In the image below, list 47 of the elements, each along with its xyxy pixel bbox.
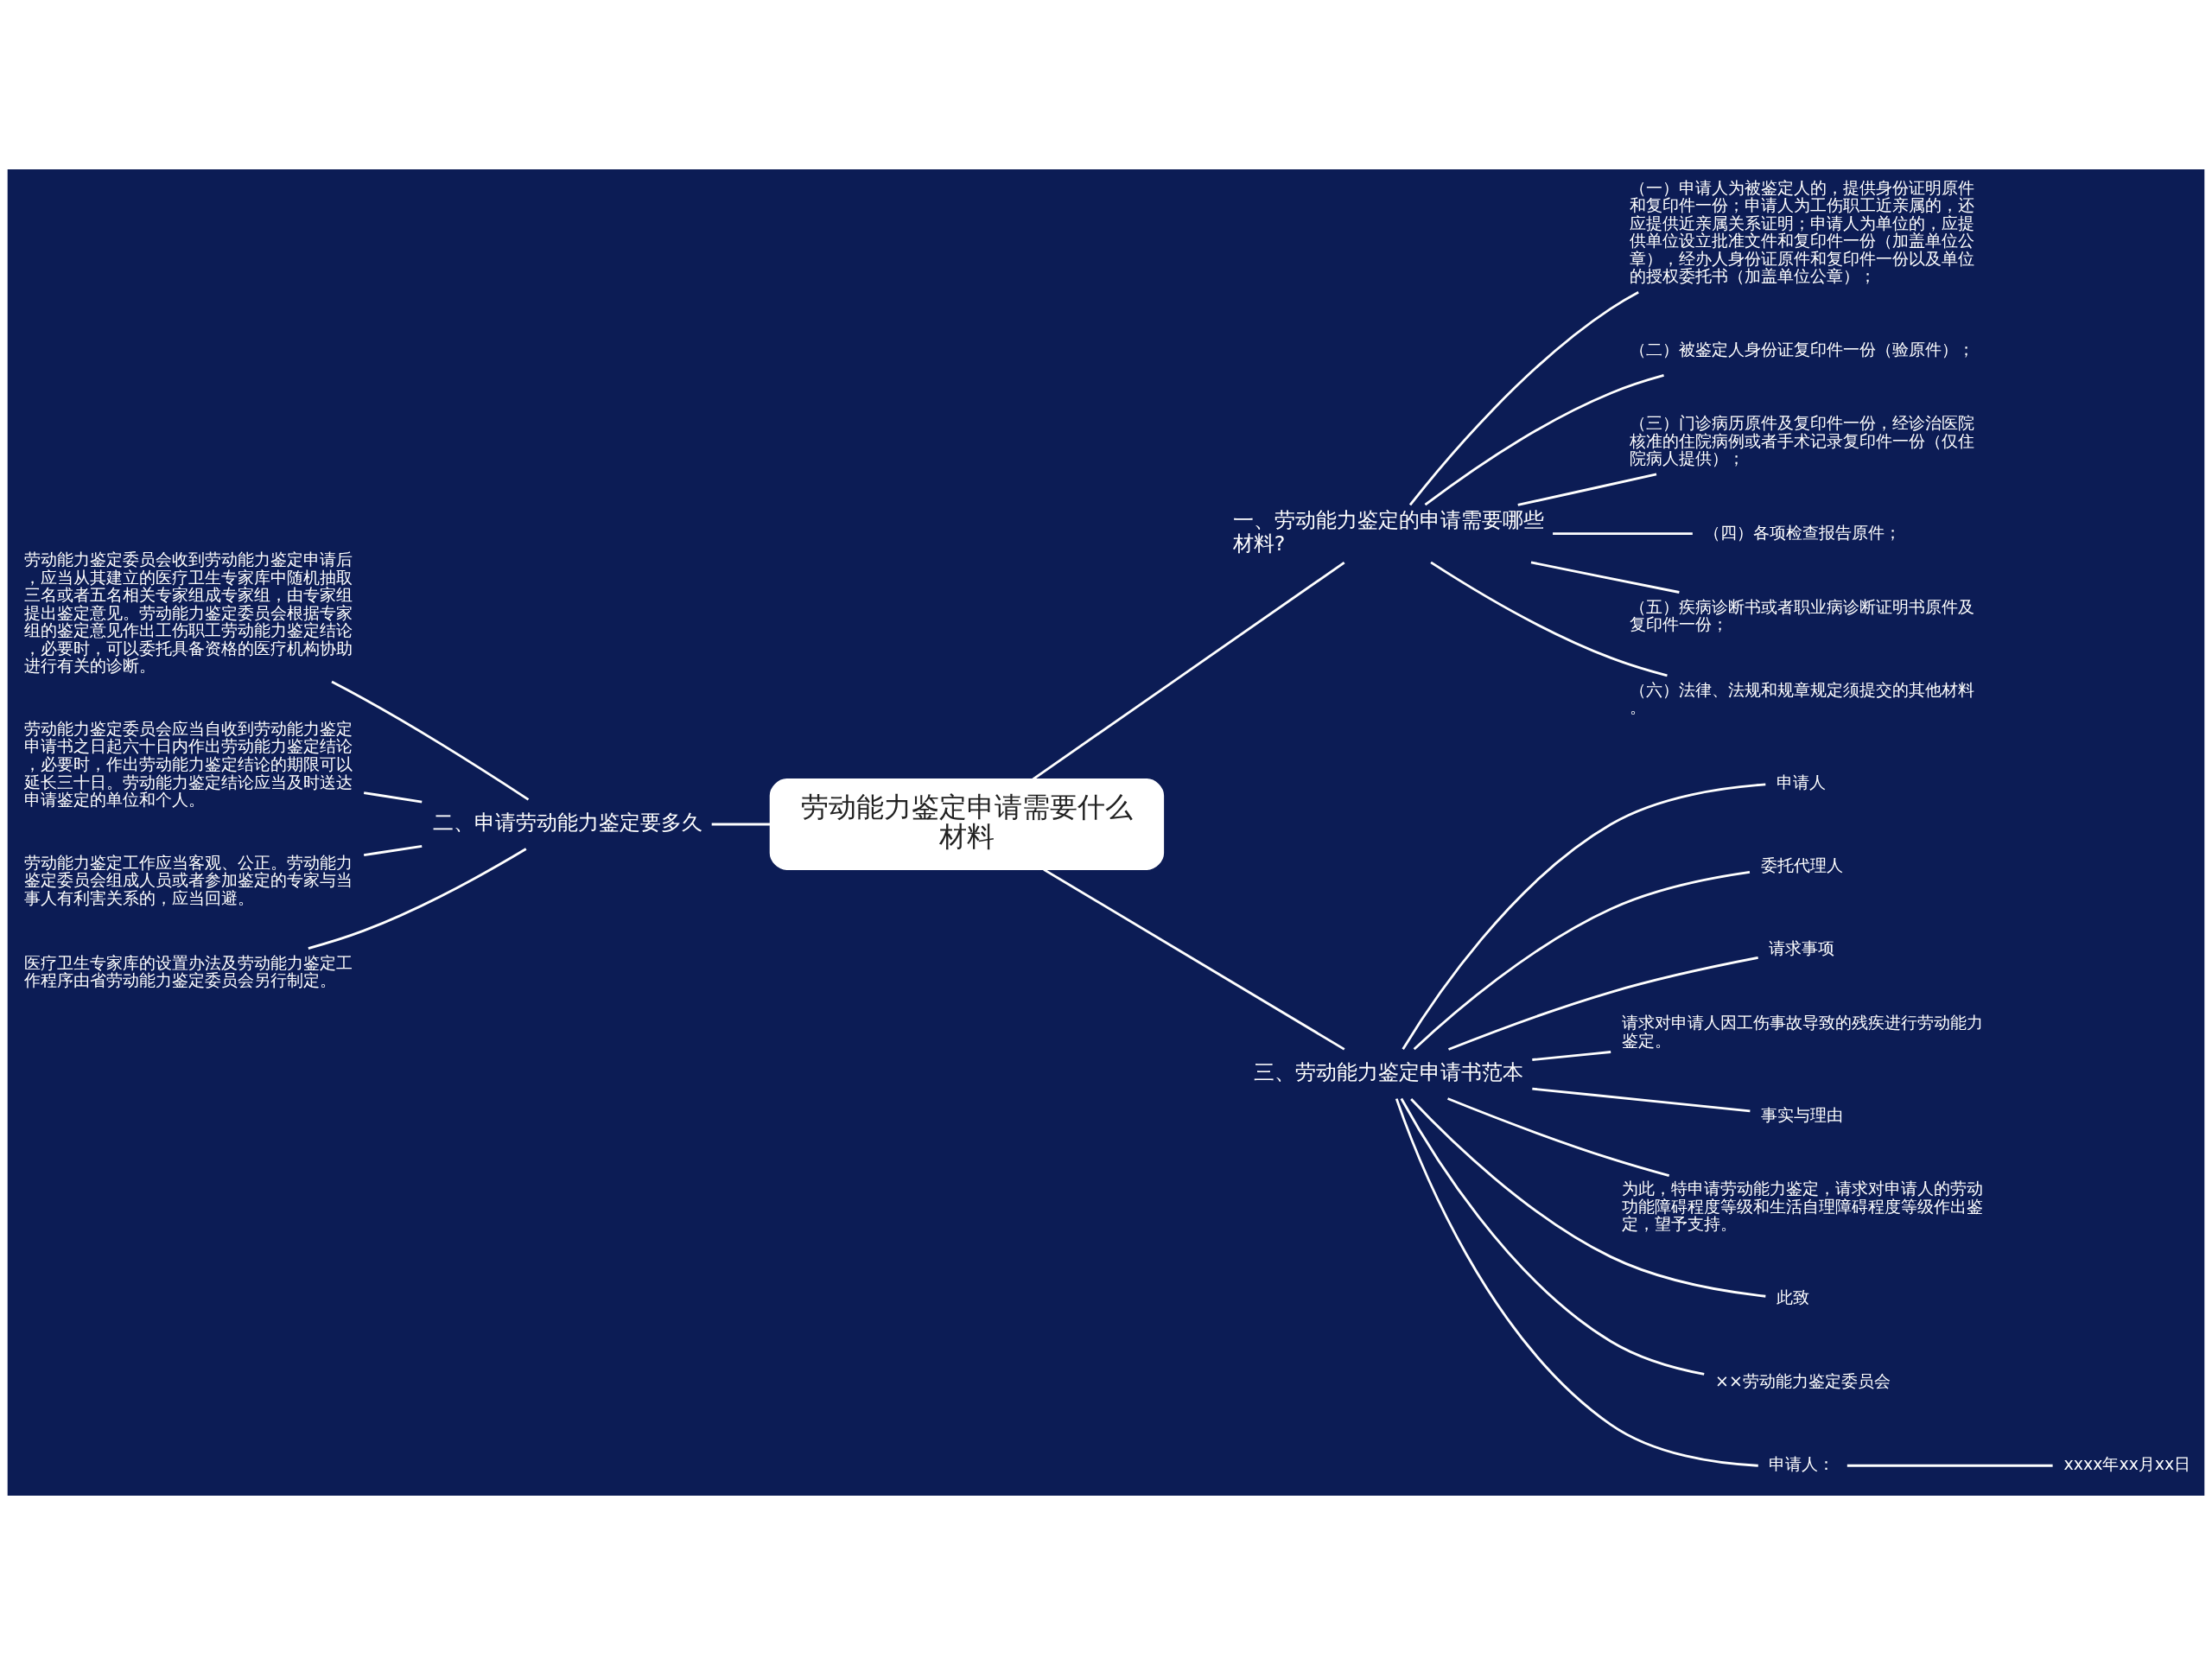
node-text: （一）申请人为被鉴定人的，提供身份证明原件和复印件一份；申请人为工伤职工近亲属的，还应提供近亲属关系证明；申请人为单位的，应提供单位设立批准文件和复印件一份（加盖单位公章），经办人身份证原件和复印件一份以及单位的授权委托书（加盖单位公章）；	[1630, 177, 1975, 286]
connector	[1424, 374, 1664, 506]
connector	[1448, 956, 1758, 1051]
connector	[308, 848, 527, 950]
node-text: 劳动能力鉴定工作应当客观、公正。劳动能力鉴定委员会组成人员或者参加鉴定的专家与当事人有利害关系的，应当回避。	[23, 852, 353, 907]
connector	[1430, 561, 1668, 677]
connector	[1532, 1087, 1751, 1113]
node-text: 请求事项	[1769, 938, 1835, 958]
connector	[1395, 1098, 1758, 1467]
node-text: 申请人	[1777, 772, 1827, 791]
connector	[1413, 870, 1751, 1051]
connector	[1447, 1097, 1670, 1178]
node-text: （六）法律、法规和规章规定须提交的其他材料。	[1630, 679, 1975, 717]
node-text: ××劳动能力鉴定委员会	[1715, 1370, 1891, 1390]
node-box: 劳动能力鉴定申请需要什么材料	[769, 778, 1165, 870]
connector	[711, 823, 771, 826]
node-text: xxxx年xx月xx日	[2063, 1454, 2191, 1474]
connector	[1410, 1098, 1766, 1298]
connector	[1402, 783, 1766, 1050]
connector	[363, 791, 423, 804]
connector	[1847, 1464, 2053, 1467]
node-text: 为此，特申请劳动能力鉴定，请求对申请人的劳动功能障碍程度等级和生活自理障碍程度等级作出鉴定，望予支持。	[1621, 1179, 1983, 1234]
connector	[331, 680, 530, 801]
connector	[1532, 1051, 1611, 1061]
connector	[1517, 473, 1657, 506]
connector	[1530, 561, 1680, 594]
connector	[1043, 868, 1345, 1051]
connector	[1400, 1097, 1705, 1376]
node-text: 此致	[1777, 1287, 1810, 1307]
node-text: （四）各项检查报告原件；	[1703, 522, 1901, 542]
connector	[1553, 532, 1693, 536]
node-text: 请求对申请人因工伤事故导致的残疾进行劳动能力鉴定。	[1621, 1013, 1983, 1050]
node-text: 劳动能力鉴定委员会收到劳动能力鉴定申请后，应当从其建立的医疗卫生专家库中随机抽取三名或者五名相关专家组成专家组，由专家组提出鉴定意见。劳动能力鉴定委员会根据专家组的鉴定意见作出工伤职工劳动能力鉴定结论，必要时，可以委托具备资格的医疗机构协助进行有关的诊断。	[23, 550, 353, 676]
connector	[363, 845, 423, 857]
node-text: （三）门诊病历原件及复印件一份，经诊治医院核准的住院病例或者手术记录复印件一份（仅住院病人提供）；	[1630, 413, 1975, 468]
node-text: 申请人：	[1769, 1454, 1835, 1474]
node-text: 事实与理由	[1761, 1104, 1844, 1124]
node-text: 医疗卫生专家库的设置办法及劳动能力鉴定工作程序由省劳动能力鉴定委员会另行制定。	[23, 952, 353, 990]
node-text: 劳动能力鉴定委员会应当自收到劳动能力鉴定申请书之日起六十日内作出劳动能力鉴定结论，必要时，作出劳动能力鉴定结论的期限可以延长三十日。劳动能力鉴定结论应当及时送达申请鉴定的单位和个人。	[23, 718, 353, 810]
connector	[1032, 561, 1345, 780]
node-text: （五）疾病诊断书或者职业病诊断证明书原件及复印件一份；	[1630, 596, 1975, 634]
node-text: 一、劳动能力鉴定的申请需要哪些材料?	[1232, 507, 1544, 556]
node-text: （二）被鉴定人身份证复印件一份（验原件）；	[1630, 339, 1975, 359]
node-text: 委托代理人	[1761, 855, 1844, 874]
node-text: 三、劳动能力鉴定申请书范本	[1253, 1059, 1523, 1084]
connector	[1408, 290, 1639, 506]
node-text: 二、申请劳动能力鉴定要多久	[433, 810, 703, 835]
